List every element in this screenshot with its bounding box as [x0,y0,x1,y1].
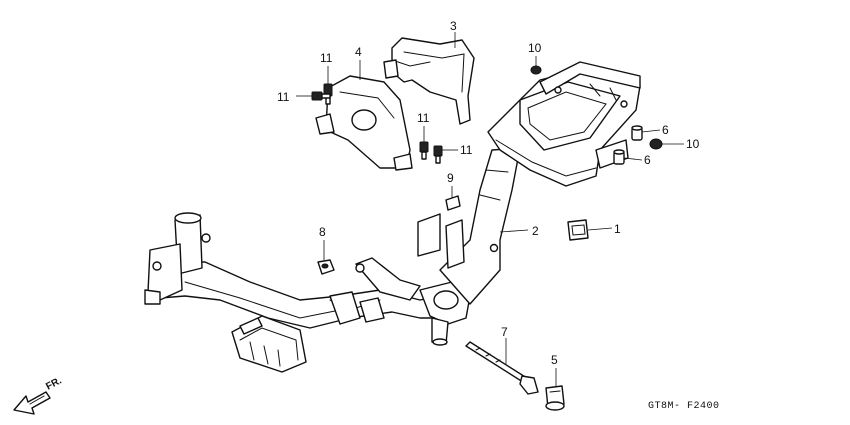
callout-5: 5 [551,353,558,367]
part-10-nut-upper [530,65,542,75]
leader-lines [296,32,684,386]
callout-labels: 1 2 3 4 5 6 6 7 8 9 10 10 11 11 11 11 [277,19,700,367]
callout-6-upper: 6 [662,123,669,137]
part-7-bolt [465,341,539,395]
callout-10-upper: 10 [528,41,542,55]
part-11-bolt-b [311,91,331,101]
callout-11-a: 11 [320,51,333,65]
frame-body [144,147,521,373]
callout-7: 7 [501,325,508,339]
part-11-bolt-d [433,145,443,164]
callout-8: 8 [319,225,326,239]
part-6-collar-upper [631,125,643,141]
front-direction-arrow: FR. [13,375,64,415]
callout-11-b: 11 [277,90,290,104]
callout-1: 1 [614,222,621,236]
upper-carrier-frame [487,61,641,187]
callout-6-lower: 6 [644,153,651,167]
part-1-pad [567,219,589,241]
callout-3: 3 [450,19,457,33]
part-6-collar-lower [613,149,625,165]
part-5-cap [545,385,565,411]
part-3-bracket [383,37,475,125]
diagram-code: GT8M- F2400 [648,401,720,412]
front-arrow-label: FR. [44,375,64,392]
callout-2: 2 [532,224,539,238]
callout-4: 4 [355,45,362,59]
part-8-nut [317,259,335,275]
part-11-bolt-c [419,141,429,160]
callout-10-right: 10 [686,137,700,151]
callout-9: 9 [447,171,454,185]
part-10-nut-right [649,138,663,150]
callout-11-c: 11 [417,111,430,125]
part-9-clip [445,195,461,211]
part-4-cover [315,75,413,171]
callout-11-d: 11 [460,143,473,157]
